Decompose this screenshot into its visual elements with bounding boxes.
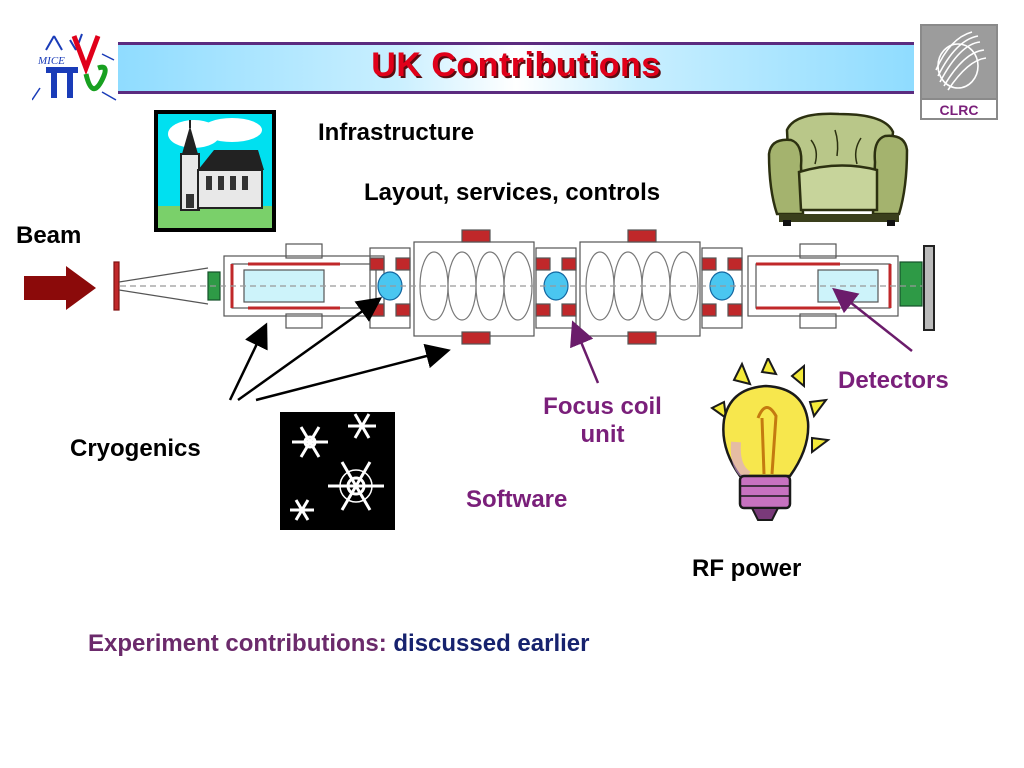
- clrc-logo-text: CLRC: [940, 102, 979, 118]
- title-banner: [118, 42, 914, 94]
- beam-arrow-icon: [24, 266, 96, 310]
- slide-title: UK Contributions: [371, 46, 661, 84]
- experiment-suffix: discussed earlier: [393, 630, 590, 657]
- label-detectors: Detectors: [838, 367, 949, 394]
- label-focus-coil-line1: Focus coil: [543, 393, 662, 420]
- experiment-prefix: Experiment contributions:: [88, 630, 387, 657]
- label-layout-services-controls: Layout, services, controls: [364, 179, 661, 206]
- armchair-clipart: [767, 112, 909, 226]
- clrc-logo-icon: CLRC: [920, 24, 998, 120]
- label-focus-coil-line2: unit: [580, 421, 625, 448]
- label-rf-power: RF power: [692, 555, 802, 582]
- label-cryogenics: Cryogenics: [70, 435, 201, 462]
- label-focus-coil-unit: Focus coil unit: [520, 393, 685, 449]
- experiment-contributions-line: Experiment contributions: discussed earl…: [88, 630, 589, 658]
- label-beam: Beam: [16, 222, 82, 249]
- mice-logo-text: MICE: [37, 55, 65, 67]
- beamline-schematic: [113, 229, 935, 345]
- label-software: Software: [466, 486, 568, 513]
- pointer-arrows: [228, 287, 913, 402]
- church-clipart: [154, 110, 276, 232]
- snowflakes-clipart: [280, 412, 395, 530]
- light-bulb-clipart: [710, 358, 831, 521]
- label-infrastructure: Infrastructure: [318, 119, 475, 146]
- mice-logo-icon: MICE: [32, 33, 117, 101]
